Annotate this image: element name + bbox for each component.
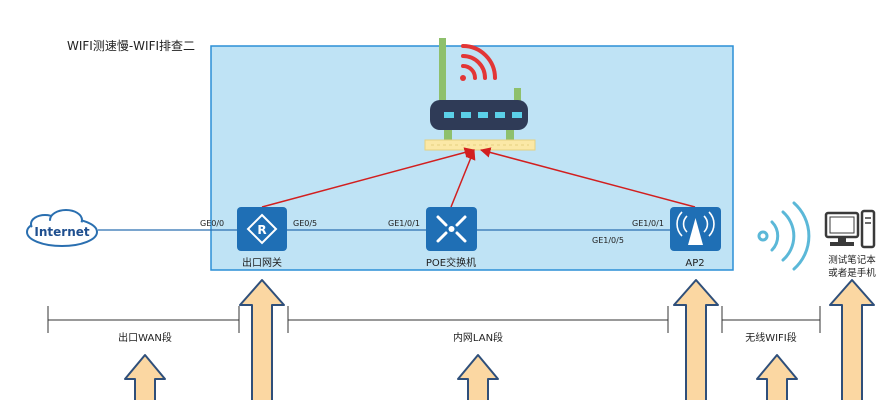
client-label-line2: 或者是手机 xyxy=(828,267,876,279)
signal-arrow-gateway xyxy=(261,147,476,208)
up-arrow-gateway xyxy=(239,279,285,403)
up-arrow-wan xyxy=(124,354,166,403)
poe-port-left: GE1/0/1 xyxy=(388,219,420,228)
up-arrow-wifi xyxy=(756,354,798,403)
segment-label-wifi: 无线WIFI段 xyxy=(745,331,797,344)
ap2-port-below: GE1/0/5 xyxy=(592,236,624,245)
diagram-title: WIFI测速慢-WIFI排查二 xyxy=(67,39,195,53)
up-arrow-lan xyxy=(457,354,499,403)
wifi-signal-red-icon xyxy=(460,44,497,81)
switch-icon xyxy=(426,207,477,251)
client-label-line1: 测试笔记本 xyxy=(828,254,876,266)
svg-text:R: R xyxy=(257,223,266,237)
signal-arrow-ap2 xyxy=(479,147,696,208)
gateway-port-right: GE0/5 xyxy=(293,219,317,228)
computer-icon xyxy=(824,209,876,249)
router-icon: R xyxy=(237,207,287,251)
up-arrow-client xyxy=(829,279,875,403)
wifi-waves-icon xyxy=(757,201,811,271)
up-arrow-ap2 xyxy=(673,279,719,403)
access-point-icon xyxy=(670,207,721,251)
gateway-port-left: GE0/0 xyxy=(200,219,224,228)
poe-label: POE交换机 xyxy=(426,256,476,269)
ap2-label: AP2 xyxy=(685,258,704,269)
cloud-icon xyxy=(26,209,98,247)
segment-label-lan: 内网LAN段 xyxy=(453,331,503,344)
segment-bracket-wifi xyxy=(721,306,821,333)
signal-arrow-poe xyxy=(450,149,476,208)
internet-label: Internet xyxy=(34,225,89,239)
segment-label-wan: 出口WAN段 xyxy=(118,331,172,344)
wireless-router-icon xyxy=(424,38,536,151)
gateway-label: 出口网关 xyxy=(242,256,282,269)
segment-bracket-lan xyxy=(287,306,669,333)
ap2-port-left: GE1/0/1 xyxy=(632,219,664,228)
segment-bracket-wan xyxy=(47,306,240,333)
